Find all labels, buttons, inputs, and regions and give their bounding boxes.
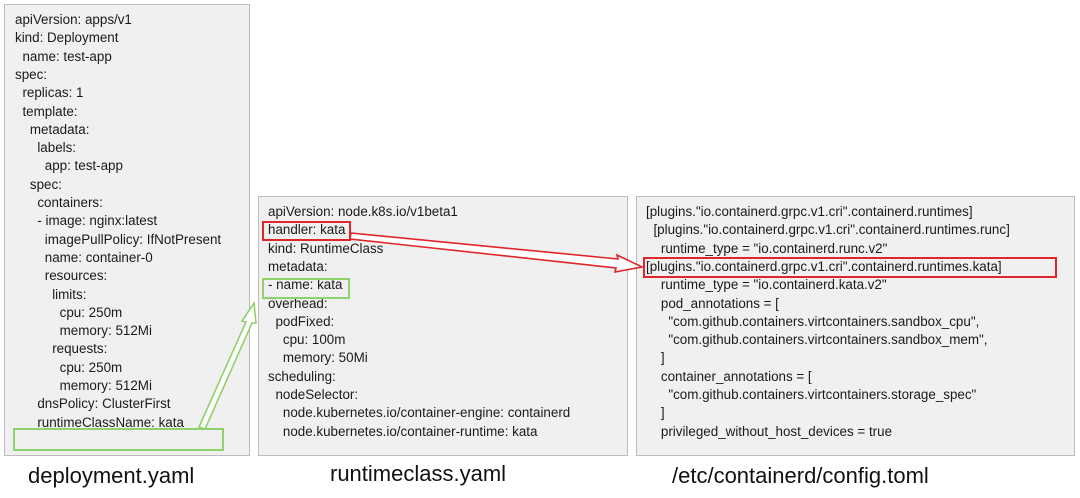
code-line: podFixed:: [268, 313, 335, 329]
code-line: apiVersion: apps/v1: [15, 12, 132, 27]
code-line: runtimeClassName: kata: [15, 414, 184, 430]
code-line: memory: 512Mi: [15, 323, 152, 339]
code-line: privileged_without_host_devices = true: [646, 423, 893, 439]
config-caption: /etc/containerd/config.toml: [672, 463, 929, 488]
code-line: cpu: 100m: [268, 332, 346, 348]
runtimeclassname-highlight: [13, 428, 224, 451]
code-line: memory: 50Mi: [268, 350, 368, 366]
code-line: replicas: 1: [15, 85, 84, 101]
code-line: - image: nginx:latest: [15, 213, 158, 229]
deployment-caption: deployment.yaml: [28, 463, 195, 488]
metadata-name-highlight: [262, 278, 350, 299]
code-line: ]: [646, 350, 665, 366]
code-line: spec:: [15, 176, 62, 192]
code-line: template:: [15, 103, 78, 119]
code-line: handler: kata: [268, 222, 346, 238]
code-line: labels:: [15, 140, 77, 156]
code-line: container_annotations = [: [646, 368, 812, 384]
code-line: kind: RuntimeClass: [268, 240, 384, 256]
code-line: pod_annotations = [: [646, 295, 779, 311]
code-line: "com.github.containers.virtcontainers.sa…: [646, 313, 980, 329]
code-line: "com.github.containers.virtcontainers.st…: [646, 387, 977, 402]
code-line: requests:: [15, 341, 108, 357]
code-line: metadata:: [268, 258, 328, 274]
code-line: name: test-app: [15, 48, 112, 64]
code-line: app: test-app: [15, 158, 123, 174]
code-line: runtime_type = "io.containerd.kata.v2": [646, 277, 887, 293]
code-line: limits:: [15, 286, 87, 302]
code-line: resources:: [15, 268, 108, 284]
code-line: ]: [646, 405, 665, 421]
code-line: kind: Deployment: [15, 30, 119, 46]
code-line: "com.github.containers.virtcontainers.sa…: [646, 332, 988, 348]
code-line: imagePullPolicy: IfNotPresent: [15, 231, 222, 247]
deployment-yaml-panel: apiVersion: apps/v1 kind: Deployment nam…: [4, 4, 250, 456]
code-line: memory: 512Mi: [15, 378, 152, 393]
runtimeclass-yaml-panel: apiVersion: node.k8s.io/v1beta1 handler:…: [258, 196, 628, 456]
code-line: node.kubernetes.io/container-runtime: ka…: [268, 423, 538, 439]
code-line: runtime_type = "io.containerd.runc.v2": [646, 240, 888, 256]
code-line: spec:: [15, 66, 48, 82]
kata-runtime-section-highlight: [643, 257, 1057, 278]
code-line: name: container-0: [15, 249, 153, 265]
code-line: apiVersion: node.k8s.io/v1beta1: [268, 204, 458, 219]
handler-to-runtime-arrow: [349, 232, 645, 274]
code-line: [plugins."io.containerd.grpc.v1.cri".con…: [646, 204, 973, 219]
code-line: scheduling:: [268, 368, 336, 384]
code-line: metadata:: [15, 121, 90, 137]
code-line: [plugins."io.containerd.grpc.v1.cri".con…: [646, 258, 1002, 274]
code-line: cpu: 250m: [15, 359, 123, 375]
code-line: node.kubernetes.io/container-engine: con…: [268, 405, 571, 421]
code-line: dnsPolicy: ClusterFirst: [15, 396, 171, 412]
handler-highlight: [262, 221, 351, 241]
code-line: nodeSelector:: [268, 387, 359, 402]
code-line: cpu: 250m: [15, 304, 123, 320]
code-line: containers:: [15, 195, 103, 210]
runtimeclass-caption: runtimeclass.yaml: [330, 461, 507, 486]
runtimeclassname-to-name-arrow: [197, 300, 257, 430]
code-line: [plugins."io.containerd.grpc.v1.cri".con…: [646, 222, 1010, 238]
code-line: overhead:: [268, 295, 328, 311]
config-toml-panel: [plugins."io.containerd.grpc.v1.cri".con…: [636, 196, 1075, 456]
code-line: - name: kata: [268, 277, 343, 293]
